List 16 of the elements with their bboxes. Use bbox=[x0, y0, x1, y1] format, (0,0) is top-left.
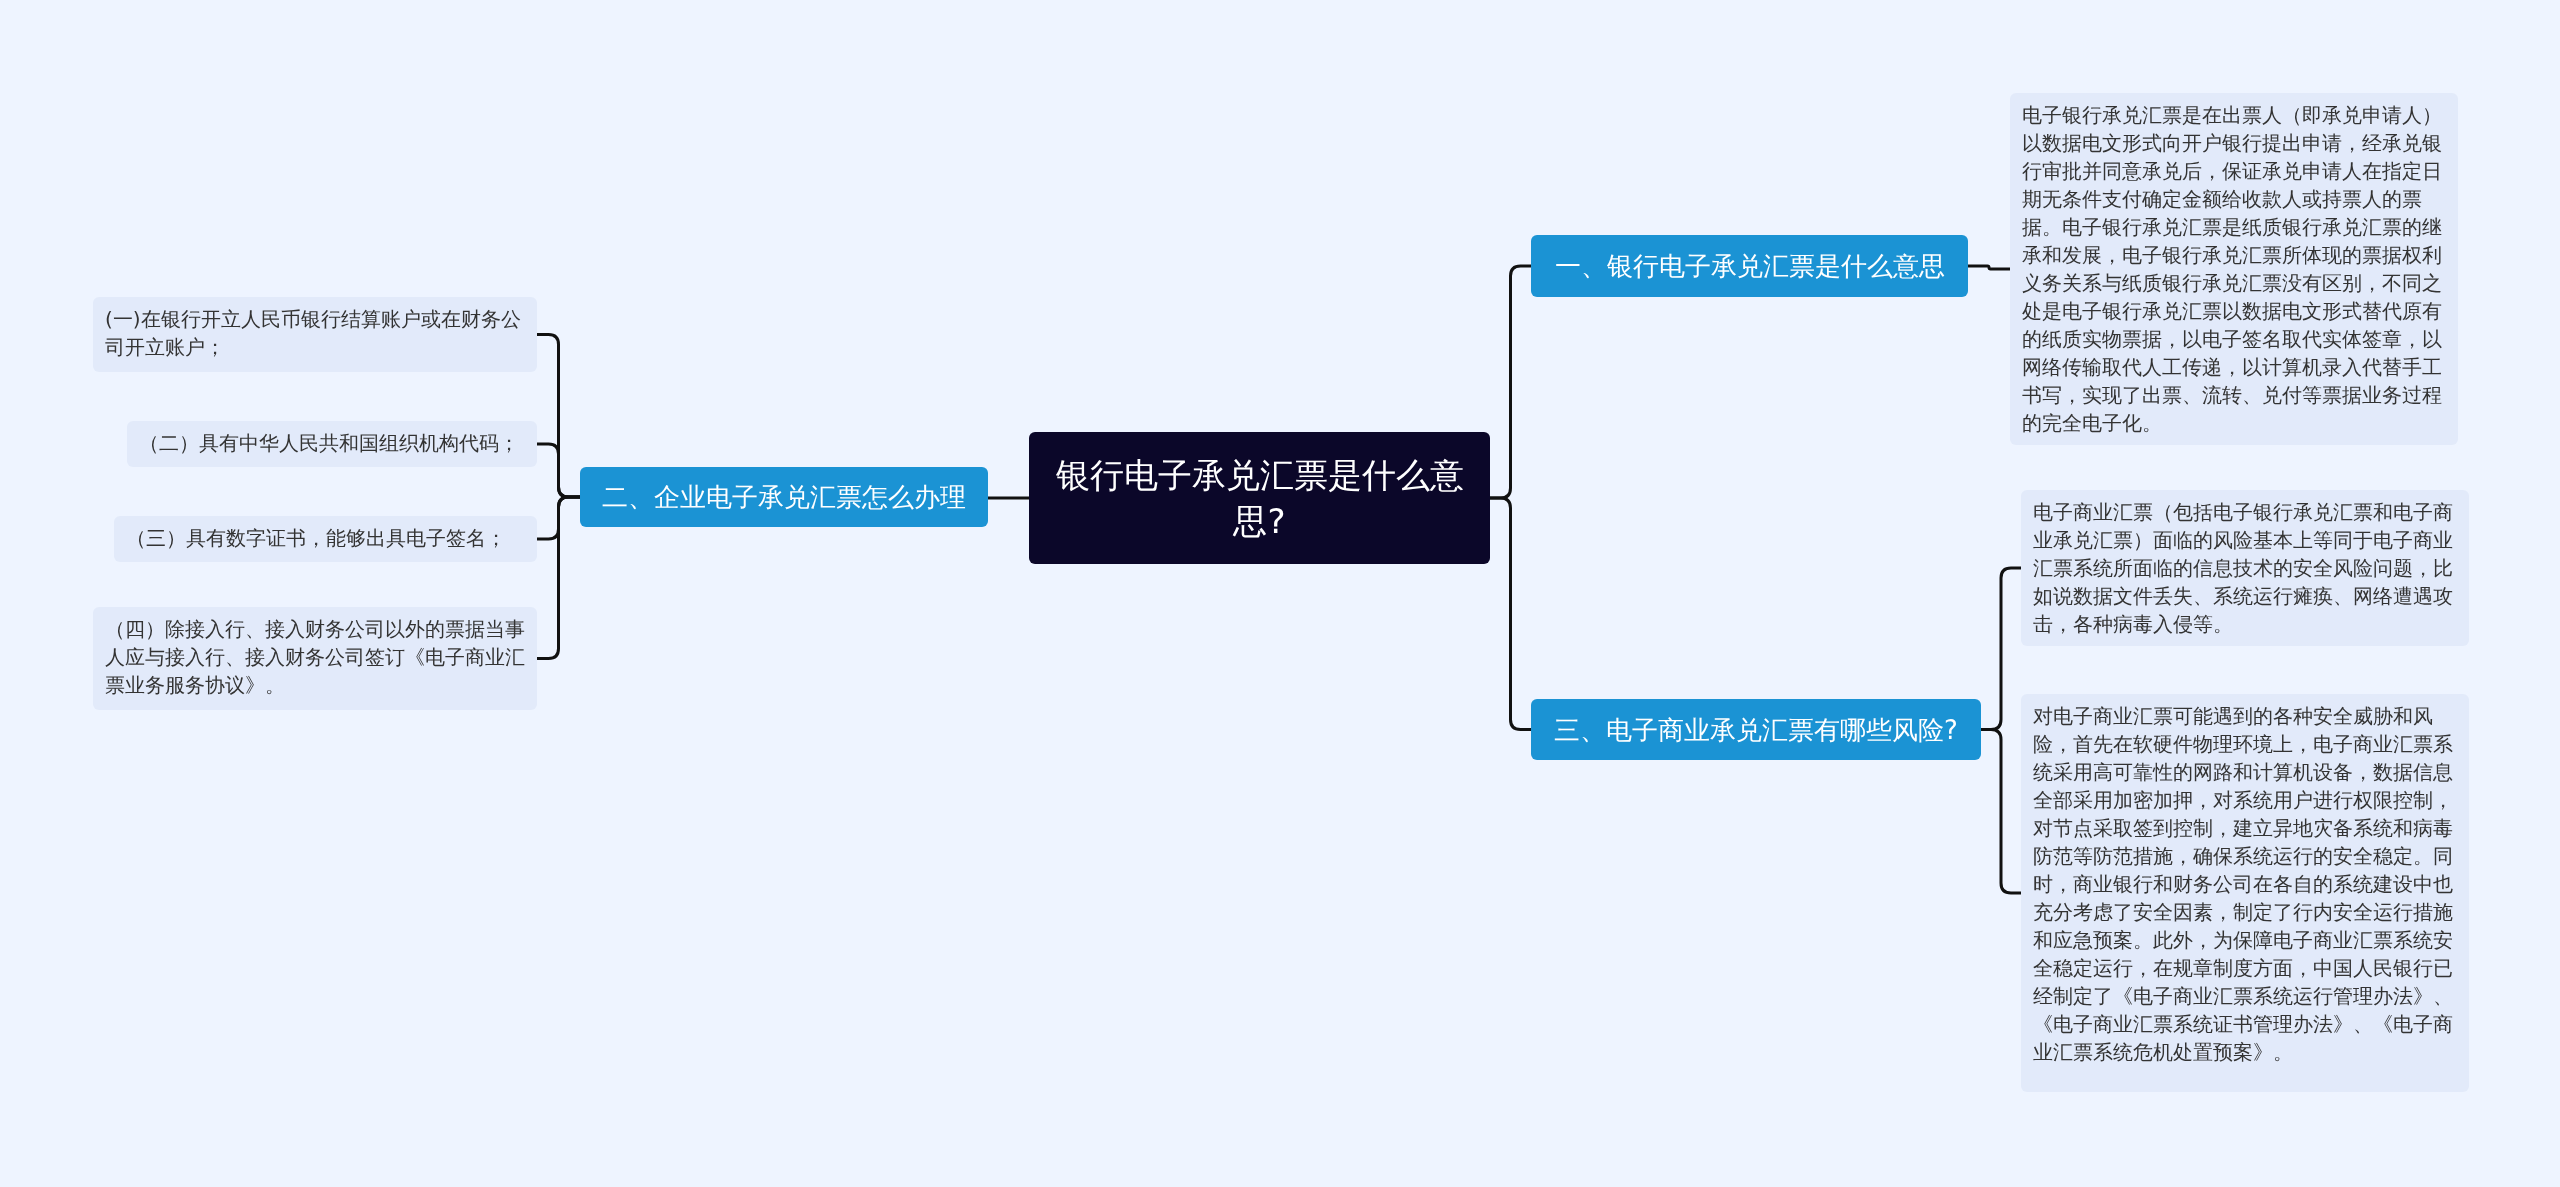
connector-line bbox=[1490, 496, 1531, 731]
branch-topic-box: 二、企业电子承兑汇票怎么办理 bbox=[580, 467, 988, 527]
connector-line bbox=[537, 495, 580, 660]
leaf-note-box: (一)在银行开立人民币银行结算账户或在财务公司开立账户； bbox=[93, 297, 537, 372]
connector-line bbox=[988, 496, 1029, 500]
leaf-note-box: 电子银行承兑汇票是在出票人（即承兑申请人）以数据电文形式向开户银行提出申请，经承兑银行审批并同意承兑后，保证承兑申请人在指定日期无条件支付确定金额给收款人或持票人的票据。电子银行承兑汇票是纸质银行承兑汇票的继承和发展，电子银行承兑汇票所体现的票据权利义务关系与纸质银行承兑汇票没有区别，不同之处是电子银行承兑汇票以数据电文形式替代原有的纸质实物票据，以电子签名取代实体签章，以网络传输取代人工传递，以计算机录入代替手工书写，实现了出票、流转、兑付等票据业务过程的完全电子化。 bbox=[2010, 93, 2458, 445]
connector-line bbox=[1968, 264, 2010, 271]
connector-line bbox=[1981, 728, 2021, 895]
leaf-note-box: 电子商业汇票（包括电子银行承兑汇票和电子商业承兑汇票）面临的风险基本上等同于电子商业汇票系统所面临的信息技术的安全风险问题，比如说数据文件丢失、系统运行瘫痪、网络遭遇攻击，各种病毒入侵等。 bbox=[2021, 490, 2469, 646]
branch-topic-box: 三、电子商业承兑汇票有哪些风险? bbox=[1531, 699, 1981, 760]
leaf-note-box: （四）除接入行、接入财务公司以外的票据当事人应与接入行、接入财务公司签订《电子商业汇票业务服务协议》。 bbox=[93, 607, 537, 710]
branch-topic-box: 一、银行电子承兑汇票是什么意思 bbox=[1531, 235, 1968, 297]
central-topic-box: 银行电子承兑汇票是什么意思? bbox=[1029, 432, 1490, 564]
leaf-note-box: （二）具有中华人民共和国组织机构代码； bbox=[127, 421, 537, 467]
leaf-note-box: 对电子商业汇票可能遇到的各种安全威胁和风险，首先在软硬件物理环境上，电子商业汇票系统采用高可靠性的网路和计算机设备，数据信息全部采用加密加押，对系统用户进行权限控制，对节点采取签到控制，建立异地灾备系统和病毒防范等防范措施，确保系统运行的安全稳定。同时，商业银行和财务公司在各自的系统建设中也充分考虑了安全因素，制定了行内安全运行措施和应急预案。此外，为保障电子商业汇票系统安全稳定运行，在规章制度方面，中国人民银行已经制定了《电子商业汇票系统运行管理办法》、《电子商业汇票系统证书管理办法》、《电子商业汇票系统危机处置预案》。 bbox=[2021, 694, 2469, 1092]
leaf-note-box: （三）具有数字证书，能够出具电子签名； bbox=[114, 516, 537, 562]
